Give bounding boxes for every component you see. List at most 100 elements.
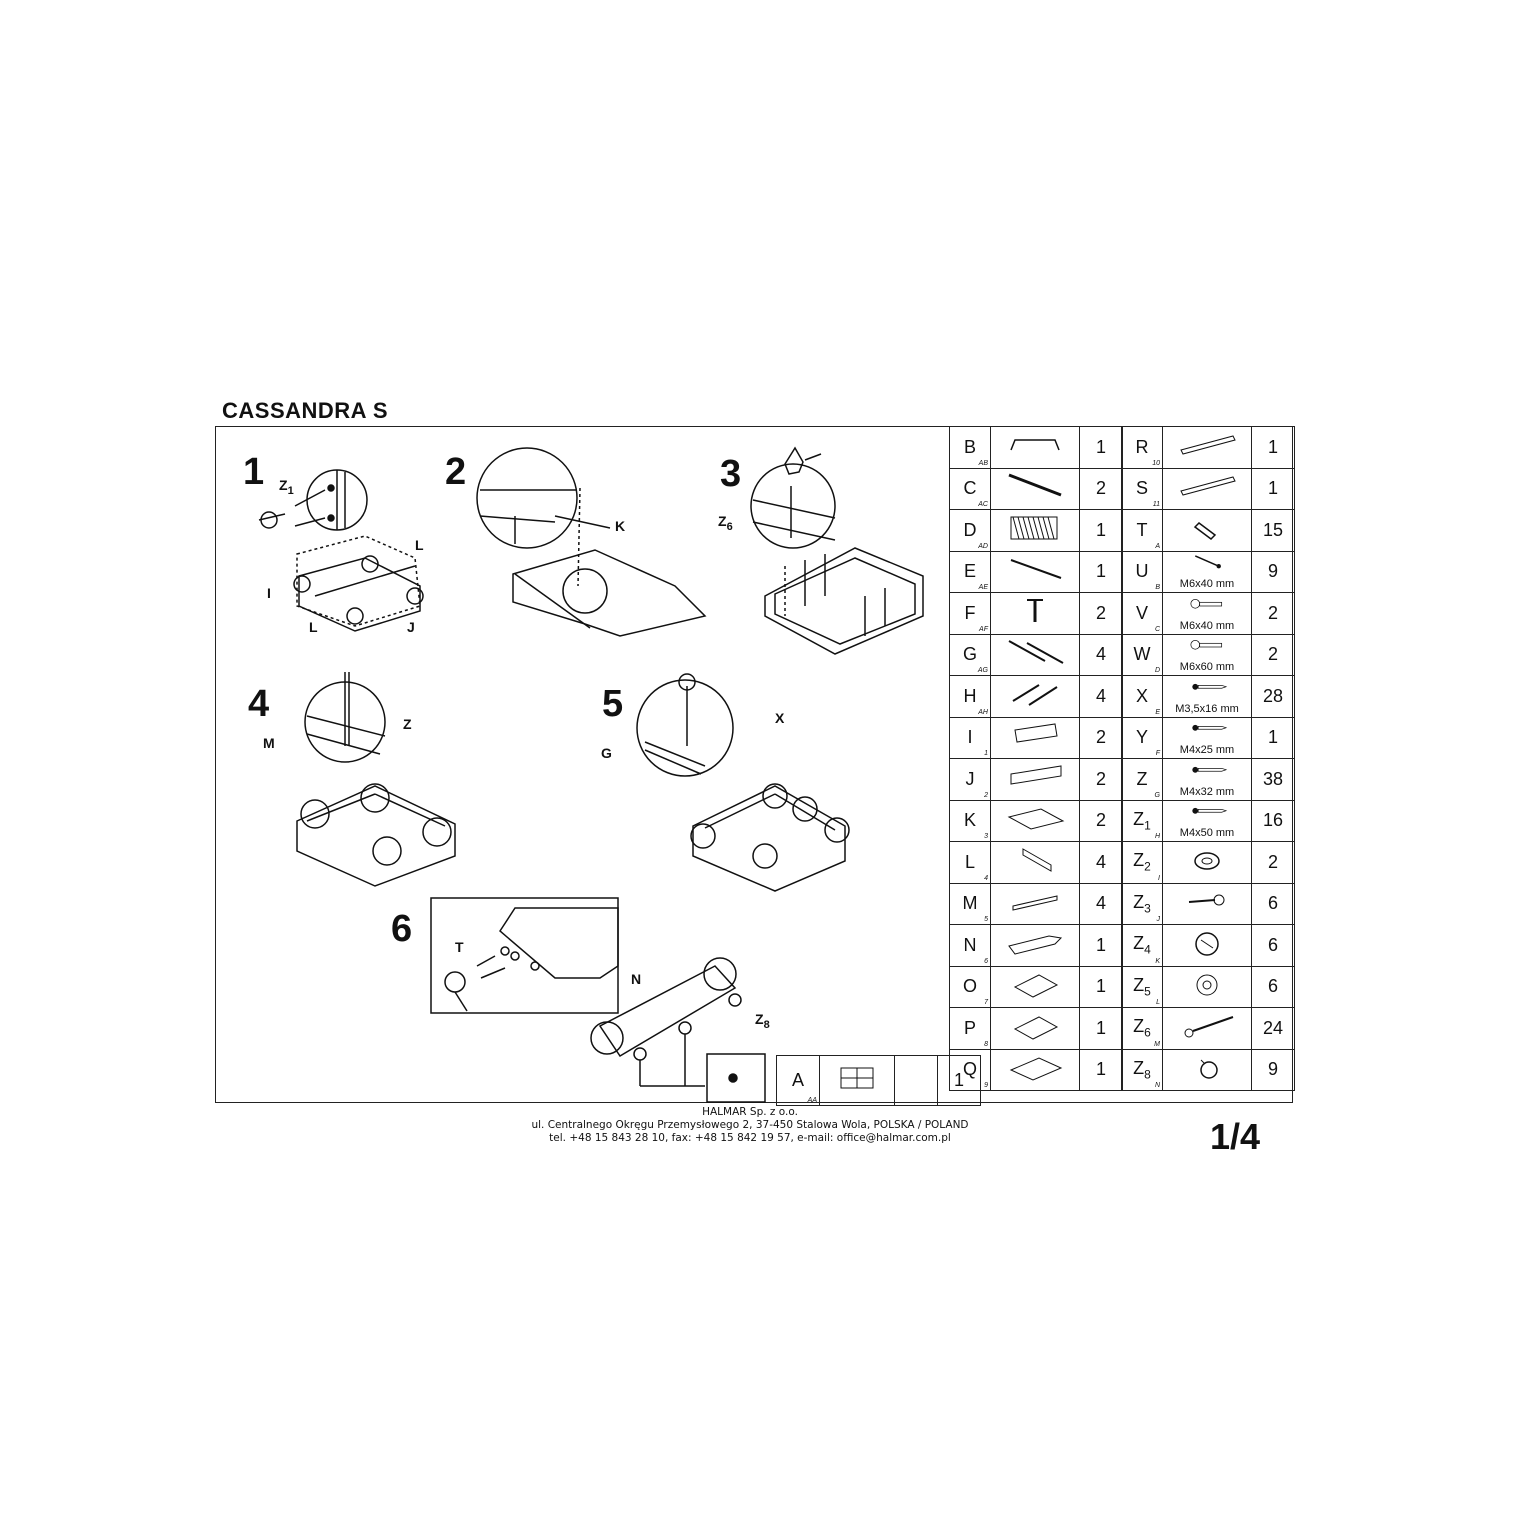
callout-i: I <box>267 585 271 601</box>
part-picture <box>990 1048 1080 1091</box>
part-qty: 28 <box>1251 675 1295 718</box>
part-picture: M4x32 mm <box>1162 758 1252 801</box>
part-qty: 2 <box>1079 799 1123 842</box>
part-qty: 4 <box>1079 675 1123 718</box>
callout-l-bottom: L <box>309 619 318 635</box>
plate-small-icon <box>1013 1016 1059 1040</box>
callout-l-top: L <box>415 537 424 553</box>
part-size: M4x25 mm <box>1179 744 1235 757</box>
part-code: E <box>1155 708 1160 716</box>
part-spacer <box>894 1055 938 1106</box>
part-picture <box>1162 841 1252 884</box>
part-letter-index: 8 <box>1144 1067 1151 1082</box>
part-picture <box>1162 965 1252 1008</box>
part-code: AH <box>978 708 988 716</box>
footer-contact: tel. +48 15 843 28 10, fax: +48 15 842 1… <box>549 1132 951 1144</box>
part-qty: 9 <box>1251 1048 1295 1091</box>
part-picture <box>990 550 1080 593</box>
assembly-diagram: 1 Z1 L I L J 2 K 3 <box>243 446 924 1103</box>
part-picture <box>990 426 1080 469</box>
rod-icon <box>1010 559 1062 580</box>
company-footer: HALMAR Sp. z o.o. ul. Centralnego Okręgu… <box>0 1106 1500 1145</box>
headboard-icon <box>840 1067 874 1089</box>
page-number: 1/4 <box>1210 1116 1261 1157</box>
part-code: I <box>1158 874 1160 882</box>
part-code: AC <box>978 501 988 508</box>
cover-cap-icon <box>1196 974 1218 996</box>
part-qty: 24 <box>1251 1007 1295 1050</box>
part-code: J <box>1156 916 1161 923</box>
screw-icon <box>1192 683 1228 690</box>
document-title: CASSANDRA S <box>222 398 389 423</box>
part-letter-index: 5 <box>1144 984 1151 999</box>
part-code: 6 <box>984 957 988 965</box>
step-3-illustration: 3 Z6 <box>718 446 924 655</box>
part-code: AG <box>977 667 988 674</box>
part-picture <box>1162 882 1252 925</box>
part-size: M4x32 mm <box>1179 785 1235 798</box>
part-code: 10 <box>1152 459 1160 467</box>
part-code: 9 <box>984 1082 988 1089</box>
callout-m: M <box>263 735 275 751</box>
part-size: M6x40 mm <box>1179 578 1235 591</box>
footer-address: ul. Centralnego Okręgu Przemysłowego 2, … <box>531 1119 969 1131</box>
plate-long-icon <box>1008 935 1063 955</box>
part-code: D <box>1154 667 1160 674</box>
part-qty: 6 <box>1251 965 1295 1008</box>
slat-frame-icon <box>1010 516 1058 540</box>
part-picture <box>990 675 1080 718</box>
part-qty: 1 <box>1079 965 1123 1008</box>
board-flat-icon <box>1007 808 1065 830</box>
callout-j: J <box>407 619 415 635</box>
part-qty: 1 <box>1079 1007 1123 1050</box>
part-code: G <box>1154 791 1160 799</box>
part-size: M3,5x16 mm <box>1175 702 1239 715</box>
footer-company: HALMAR Sp. z o.o. <box>702 1106 798 1118</box>
slide-pair-short-icon <box>1012 683 1058 706</box>
part-qty: 2 <box>1079 467 1123 510</box>
cam-lock-icon <box>1195 932 1219 956</box>
part-qty: 4 <box>1079 633 1123 676</box>
part-qty: 1 <box>1251 716 1295 759</box>
part-picture <box>990 1007 1080 1050</box>
part-picture <box>990 799 1080 842</box>
screw-icon <box>1192 808 1228 814</box>
part-code: C <box>1154 625 1160 633</box>
part-qty: 2 <box>1251 841 1295 884</box>
panel-long-icon <box>1010 765 1062 785</box>
step-number-2: 2 <box>445 451 466 493</box>
cam-bolt-icon <box>1188 894 1225 906</box>
step-number-5: 5 <box>602 683 623 725</box>
step-number-3: 3 <box>720 453 741 495</box>
part-code: 7 <box>984 999 988 1006</box>
part-letter-index: 6 <box>1144 1026 1151 1041</box>
part-picture: M4x25 mm <box>1162 716 1252 759</box>
part-size: M6x40 mm <box>1179 619 1235 632</box>
part-picture <box>990 841 1080 884</box>
part-qty: 2 <box>1079 758 1123 801</box>
step-6-illustration: 6 T N Z8 <box>391 897 770 1103</box>
part-size: M6x60 mm <box>1179 661 1235 674</box>
part-code: AF <box>979 625 988 633</box>
